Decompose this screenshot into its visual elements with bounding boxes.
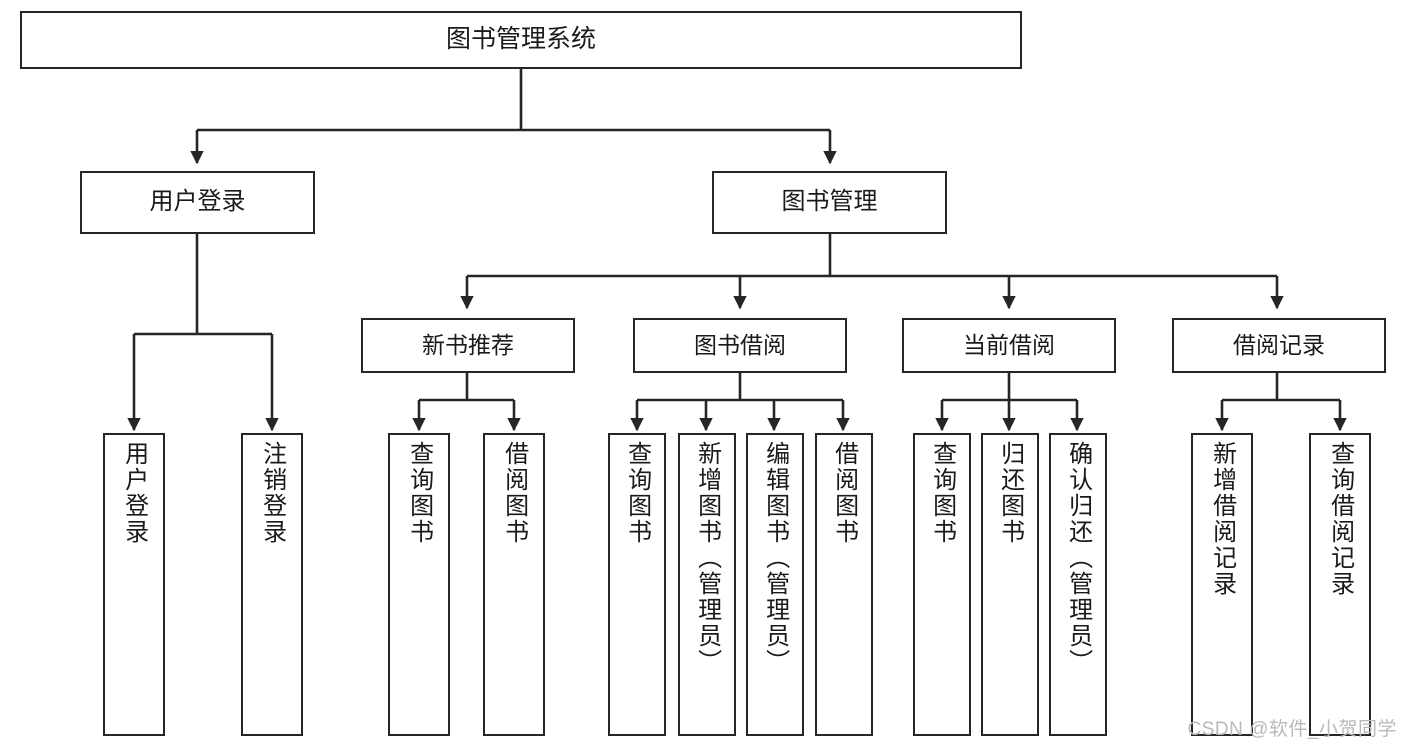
node-user-login[interactable]: 用户登录 (80, 171, 315, 234)
node-root-system[interactable]: 图书管理系统 (20, 11, 1022, 69)
leaf-recommend-borrow-book[interactable]: 借阅图书 (483, 433, 545, 736)
node-borrow-record[interactable]: 借阅记录 (1172, 318, 1386, 373)
node-book-borrow[interactable]: 图书借阅 (633, 318, 847, 373)
csdn-watermark: CSDN @软件_小贺同学 (1187, 719, 1397, 740)
node-new-book-recommend[interactable]: 新书推荐 (361, 318, 575, 373)
leaf-current-confirm-return-admin[interactable]: 确认归还（管理员） (1049, 433, 1107, 736)
leaf-record-add-record[interactable]: 新增借阅记录 (1191, 433, 1253, 736)
leaf-borrow-add-book-admin[interactable]: 新增图书（管理员） (678, 433, 736, 736)
node-label: 注销登录 (258, 441, 286, 545)
node-label: 当前借阅 (963, 331, 1055, 358)
node-label: 图书管理 (781, 188, 878, 216)
leaf-borrow-borrow-book[interactable]: 借阅图书 (815, 433, 873, 736)
node-current-borrow[interactable]: 当前借阅 (902, 318, 1116, 373)
node-label: 归还图书 (996, 441, 1024, 545)
node-label: 查询图书 (928, 441, 956, 545)
node-label: 新增借阅记录 (1208, 441, 1236, 597)
node-label: 查询图书 (405, 441, 433, 545)
leaf-borrow-edit-book-admin[interactable]: 编辑图书（管理员） (746, 433, 804, 736)
leaf-user-login[interactable]: 用户登录 (103, 433, 165, 736)
node-label: 查询图书 (623, 441, 651, 545)
leaf-record-query-record[interactable]: 查询借阅记录 (1309, 433, 1371, 736)
node-label: 借阅图书 (830, 441, 858, 545)
node-label: 确认归还（管理员） (1064, 441, 1092, 675)
node-label: 借阅图书 (500, 441, 528, 545)
node-label: 用户登录 (149, 188, 246, 216)
leaf-logout[interactable]: 注销登录 (241, 433, 303, 736)
node-label: 查询借阅记录 (1326, 441, 1354, 597)
node-label: 用户登录 (120, 441, 148, 545)
node-label: 借阅记录 (1233, 331, 1325, 358)
node-label: 编辑图书（管理员） (761, 441, 789, 675)
node-label: 图书借阅 (694, 331, 786, 358)
leaf-current-query-book[interactable]: 查询图书 (913, 433, 971, 736)
leaf-borrow-query-book[interactable]: 查询图书 (608, 433, 666, 736)
leaf-current-return-book[interactable]: 归还图书 (981, 433, 1039, 736)
leaf-recommend-query-book[interactable]: 查询图书 (388, 433, 450, 736)
node-label: 新书推荐 (422, 331, 514, 358)
node-book-management[interactable]: 图书管理 (712, 171, 947, 234)
node-label: 新增图书（管理员） (693, 441, 721, 675)
node-label: 图书管理系统 (445, 25, 596, 54)
